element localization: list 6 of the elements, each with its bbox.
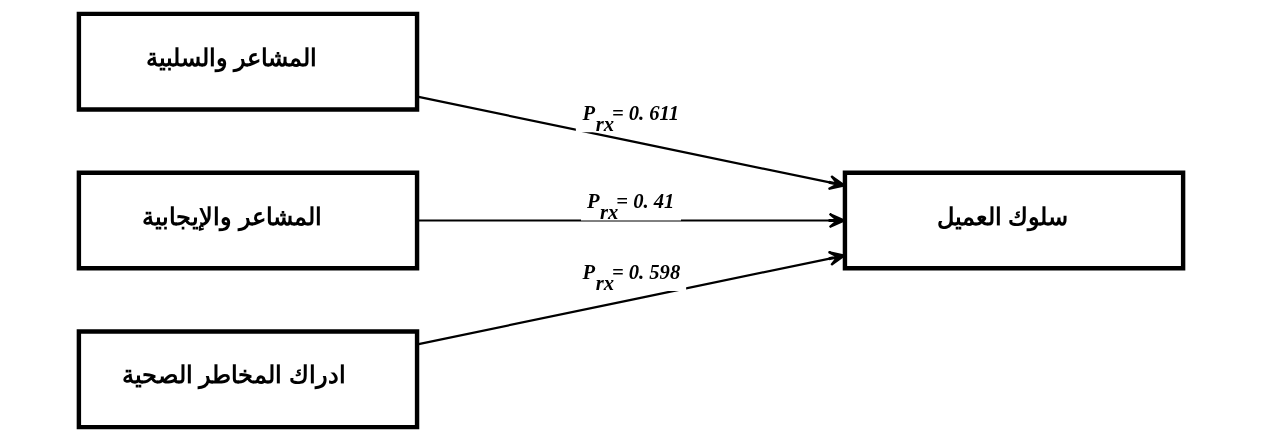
node-box: المشاعر والإيجابية: [76, 170, 419, 271]
node-box: المشاعر والسلبية: [76, 11, 419, 112]
node-box: ادراك المخاطر الصحية: [76, 329, 419, 430]
arrow: [416, 212, 845, 229]
node-box: سلوك العميل: [842, 170, 1185, 271]
arrow: [416, 250, 845, 346]
